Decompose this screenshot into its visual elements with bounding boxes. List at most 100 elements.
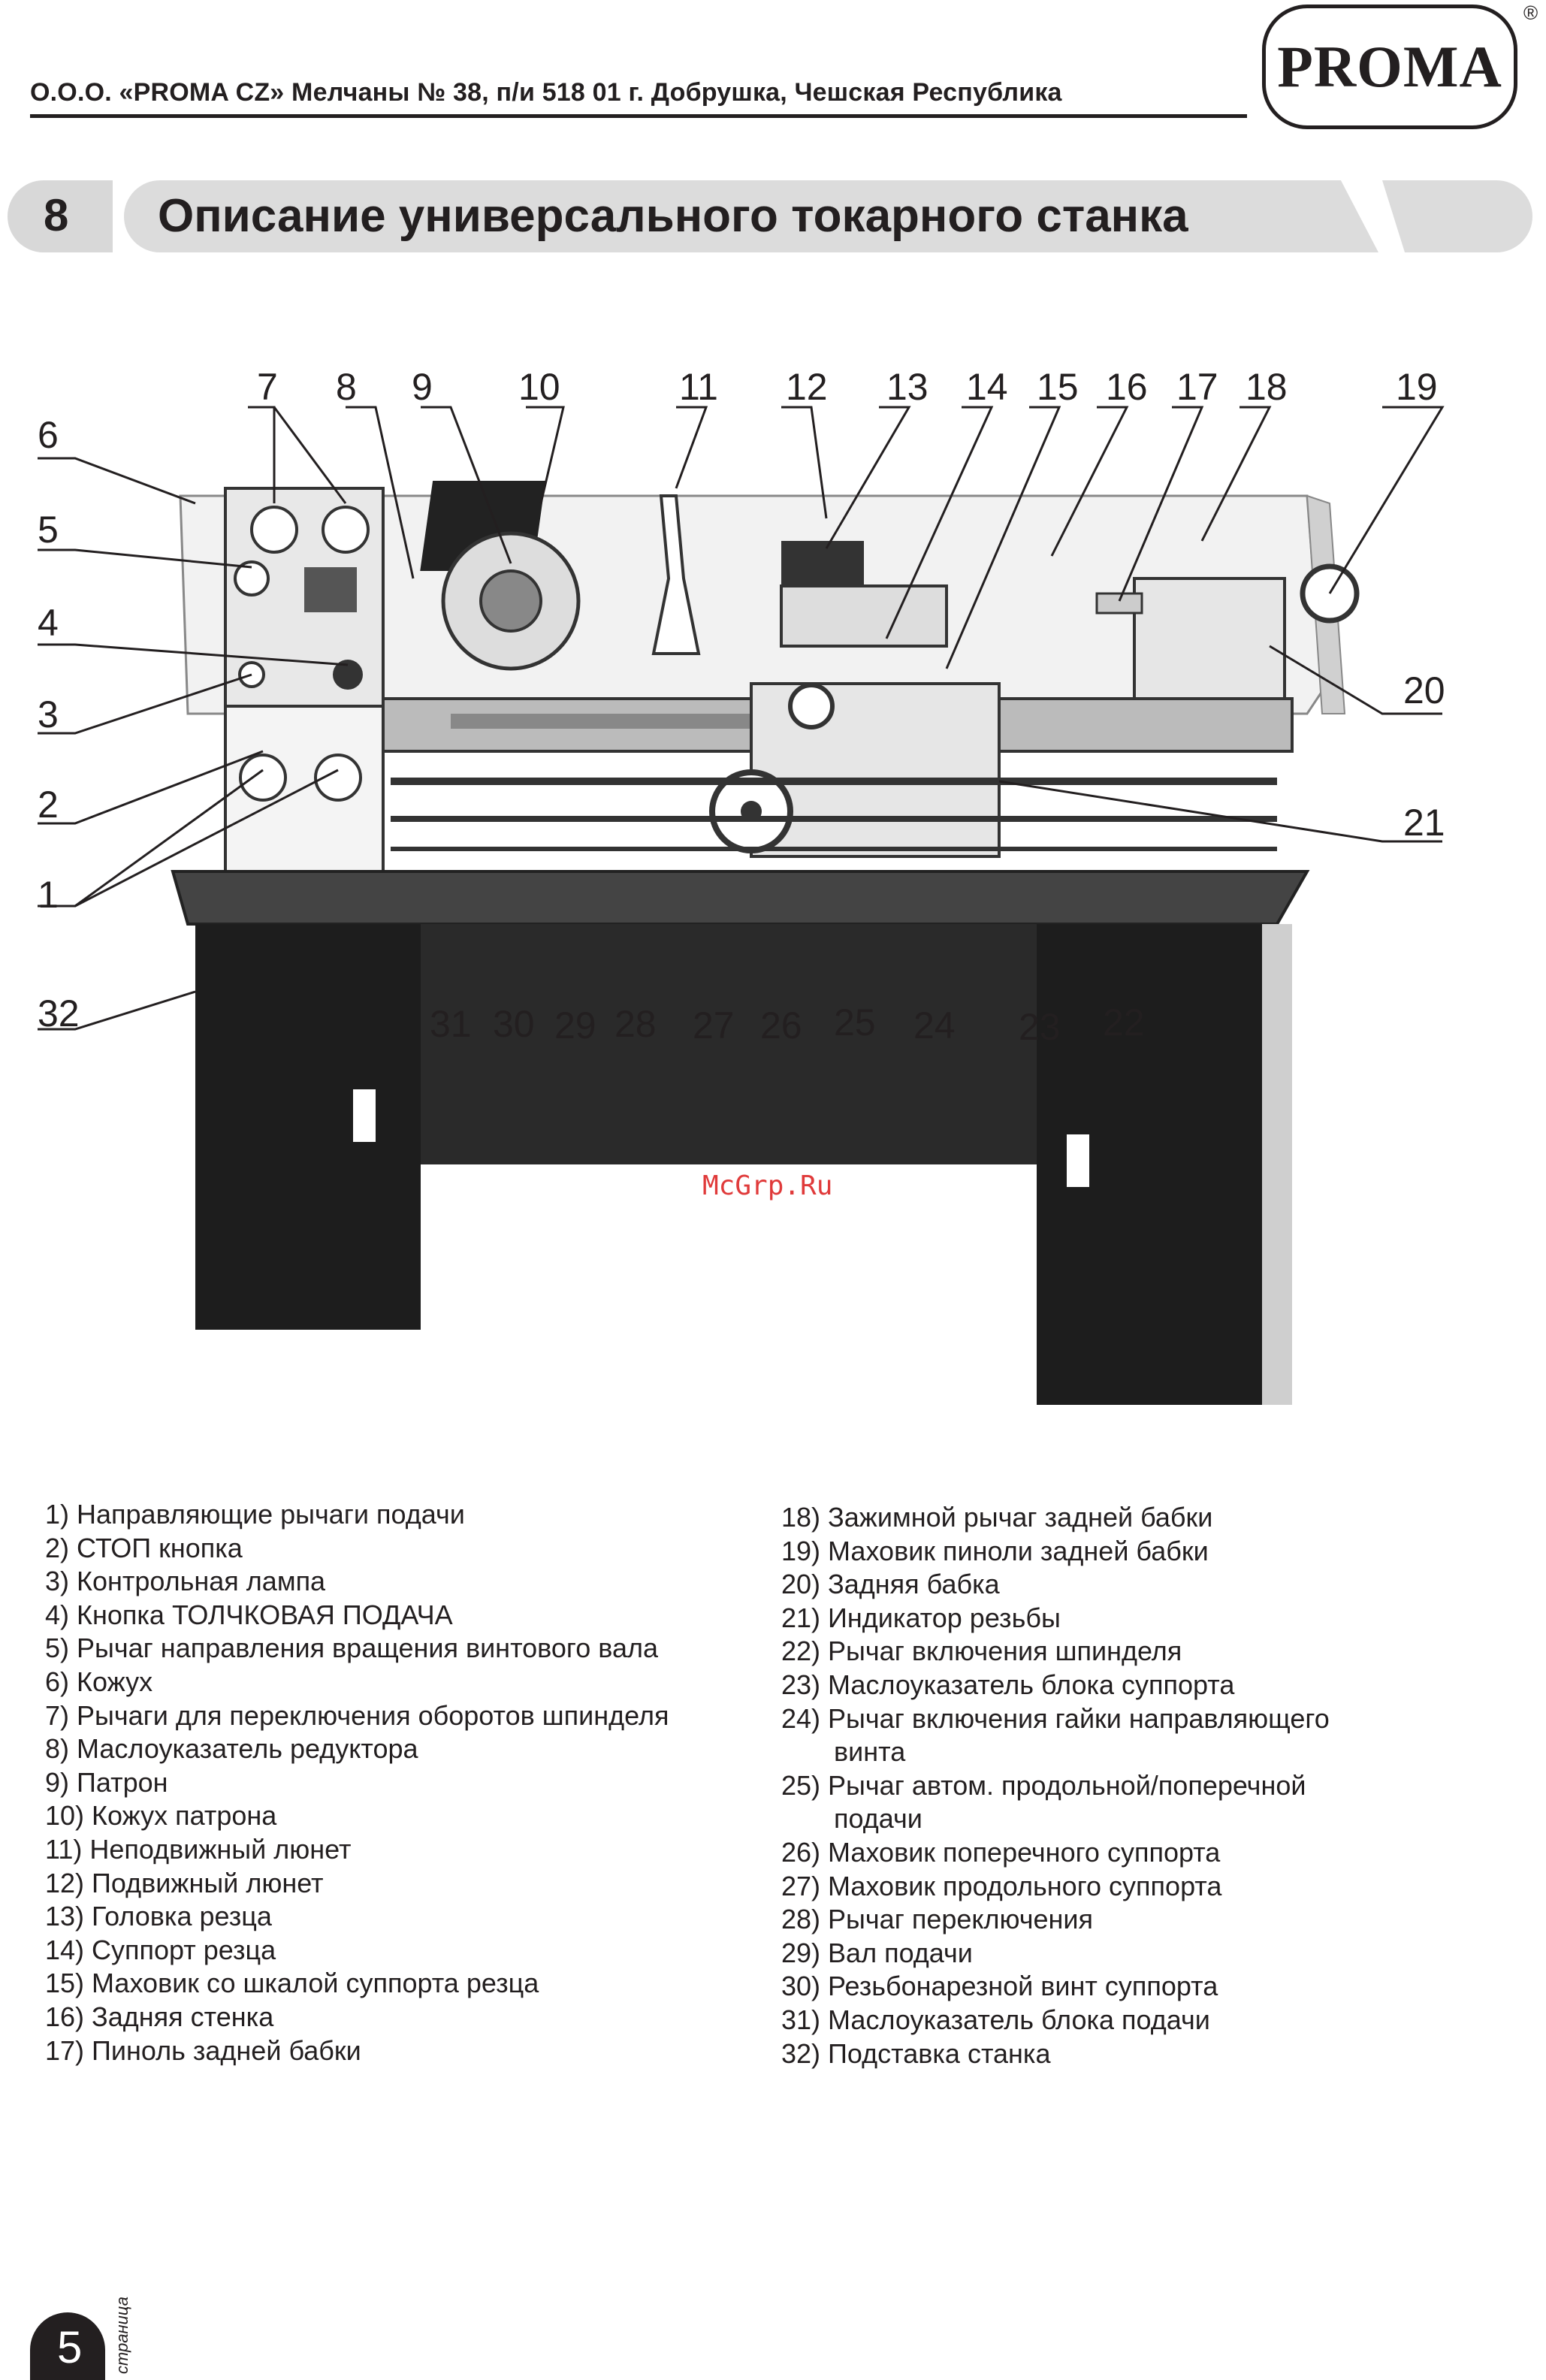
legend-item: 6) Кожух <box>45 1666 153 1697</box>
callout-19: 19 <box>1396 366 1438 408</box>
proma-logo: PROMA <box>1262 5 1517 129</box>
leader-lines <box>38 406 1445 1031</box>
logo-text: PROMA <box>1277 34 1502 99</box>
right-oil-gauge <box>1067 1134 1089 1187</box>
callout-16: 16 <box>1106 366 1148 408</box>
chapter-number: 8 <box>44 190 69 240</box>
legend-item: 4) Кнопка ТОЛЧКОВАЯ ПОДАЧА <box>45 1599 453 1630</box>
chapter-tail <box>1382 180 1532 252</box>
legend-item: 8) Маслоуказатель редуктора <box>45 1733 418 1765</box>
right-cabinet-side <box>1262 924 1292 1405</box>
callout-31: 31 <box>430 1003 472 1045</box>
callout-29: 29 <box>554 1004 596 1047</box>
cross-slide <box>780 584 948 648</box>
callout-5: 5 <box>38 509 59 551</box>
tailstock-quill <box>1095 592 1143 615</box>
lathe-figure: 7 8 9 10 11 12 13 14 15 16 17 18 19 20 2… <box>0 353 1546 1510</box>
watermark: McGrp.Ru <box>702 1170 833 1201</box>
legend-item: 31) Маслоуказатель блока подачи <box>781 2004 1210 2035</box>
legend-item: 11) Неподвижный люнет <box>45 1833 352 1865</box>
company-address: О.О.О. «PROMA CZ» Мелчаны № 38, п/и 518 … <box>30 78 1062 107</box>
legend-item: 14) Суппорт резца <box>45 1934 276 1965</box>
callout-18: 18 <box>1246 366 1288 408</box>
registered-mark: ® <box>1523 2 1538 24</box>
chip-tray <box>171 870 1310 926</box>
callout-17: 17 <box>1176 366 1218 408</box>
legend-item: 16) Задняя стенка <box>45 2001 274 2032</box>
legend-item-continuation: винта <box>834 1736 906 1768</box>
legend-item: 12) Подвижный люнет <box>45 1867 324 1898</box>
callout-1: 1 <box>38 874 59 916</box>
chapter-title: Описание универсального токарного станка <box>158 190 1188 242</box>
legend-item: 17) Пиноль задней бабки <box>45 2034 361 2066</box>
page-number: 5 <box>57 2322 83 2372</box>
legend-item: 28) Рычаг переключения <box>781 1904 1094 1935</box>
jog-button <box>333 660 363 690</box>
callout-2: 2 <box>38 784 59 826</box>
callout-3: 3 <box>38 693 59 735</box>
legend-item: 21) Индикатор резьбы <box>781 1602 1061 1633</box>
legend-item: 3) Контрольная лампа <box>45 1566 326 1597</box>
legend-item: 26) Маховик поперечного суппорта <box>781 1836 1221 1868</box>
callout-32: 32 <box>38 992 80 1034</box>
legend-item: 13) Головка резца <box>45 1901 272 1932</box>
legend-item-continuation: подачи <box>834 1803 922 1835</box>
legend-item: 9) Патрон <box>45 1766 168 1798</box>
callout-30: 30 <box>493 1003 535 1045</box>
feed-dial-right <box>314 754 362 802</box>
chapter-number-box <box>8 180 113 252</box>
chapter-bar: 8 Описание универсального токарного стан… <box>0 180 1546 255</box>
chuck-center <box>479 569 542 633</box>
speed-dial-right <box>322 506 370 554</box>
callout-26: 26 <box>760 1004 802 1047</box>
header-rule <box>30 114 1247 118</box>
legend-item: 29) Вал подачи <box>781 1937 973 1968</box>
tailstock <box>1133 577 1286 700</box>
callout-15: 15 <box>1037 366 1079 408</box>
callout-27: 27 <box>693 1004 735 1047</box>
callout-20: 20 <box>1403 669 1445 711</box>
callout-22: 22 <box>1103 1001 1145 1044</box>
legend-item: 2) СТОП кнопка <box>45 1532 243 1563</box>
bed-rack <box>451 714 751 729</box>
legend-item: 10) Кожух патрона <box>45 1800 277 1832</box>
callout-7: 7 <box>257 366 278 408</box>
middle-panel <box>421 924 1037 1164</box>
direction-dial <box>234 560 270 597</box>
page-number-badge <box>30 2312 105 2380</box>
callout-23: 23 <box>1019 1006 1061 1048</box>
legend-item: 1) Направляющие рычаги подачи <box>45 1499 465 1530</box>
proma-plate <box>304 567 357 612</box>
callout-28: 28 <box>614 1003 657 1045</box>
callout-12: 12 <box>786 366 828 408</box>
fixed-steady <box>651 494 701 655</box>
callout-21: 21 <box>1403 802 1445 844</box>
page-word: страница <box>113 2297 131 2374</box>
legend-item: 25) Рычаг автом. продольной/поперечной <box>781 1769 1306 1801</box>
chapter-title-box <box>124 180 1378 252</box>
callout-9: 9 <box>412 366 433 408</box>
callout-6: 6 <box>38 414 59 456</box>
speed-dial-left <box>250 506 298 554</box>
callout-10: 10 <box>518 366 560 408</box>
legend-right: 18) Зажимной рычаг задней бабки 19) Махо… <box>781 1501 1532 2070</box>
cross-handwheel <box>788 683 835 729</box>
callout-11: 11 <box>679 366 718 408</box>
left-oil-gauge <box>353 1089 376 1142</box>
callout-25: 25 <box>834 1001 876 1044</box>
legend-item: 18) Зажимной рычаг задней бабки <box>781 1502 1213 1533</box>
callout-4: 4 <box>38 602 59 644</box>
legend-item: 24) Рычаг включения гайки направляющего <box>781 1702 1330 1734</box>
follow-rest <box>781 541 864 586</box>
left-cabinet <box>195 924 421 1330</box>
legend-left: 1) Направляющие рычаги подачи 2) СТОП кн… <box>45 1498 766 2067</box>
legend-item: 23) Маслоуказатель блока суппорта <box>781 1669 1235 1700</box>
legend-item: 15) Маховик со шкалой суппорта резца <box>45 1968 539 1999</box>
legend-item: 7) Рычаги для переключения оборотов шпин… <box>45 1699 669 1731</box>
lathe-illustration <box>38 406 1445 1405</box>
callout-24: 24 <box>913 1004 956 1047</box>
callout-13: 13 <box>886 366 929 408</box>
callout-14: 14 <box>966 366 1008 408</box>
legend-item: 22) Рычаг включения шпинделя <box>781 1635 1182 1667</box>
legend-item: 5) Рычаг направления вращения винтового … <box>45 1632 659 1664</box>
